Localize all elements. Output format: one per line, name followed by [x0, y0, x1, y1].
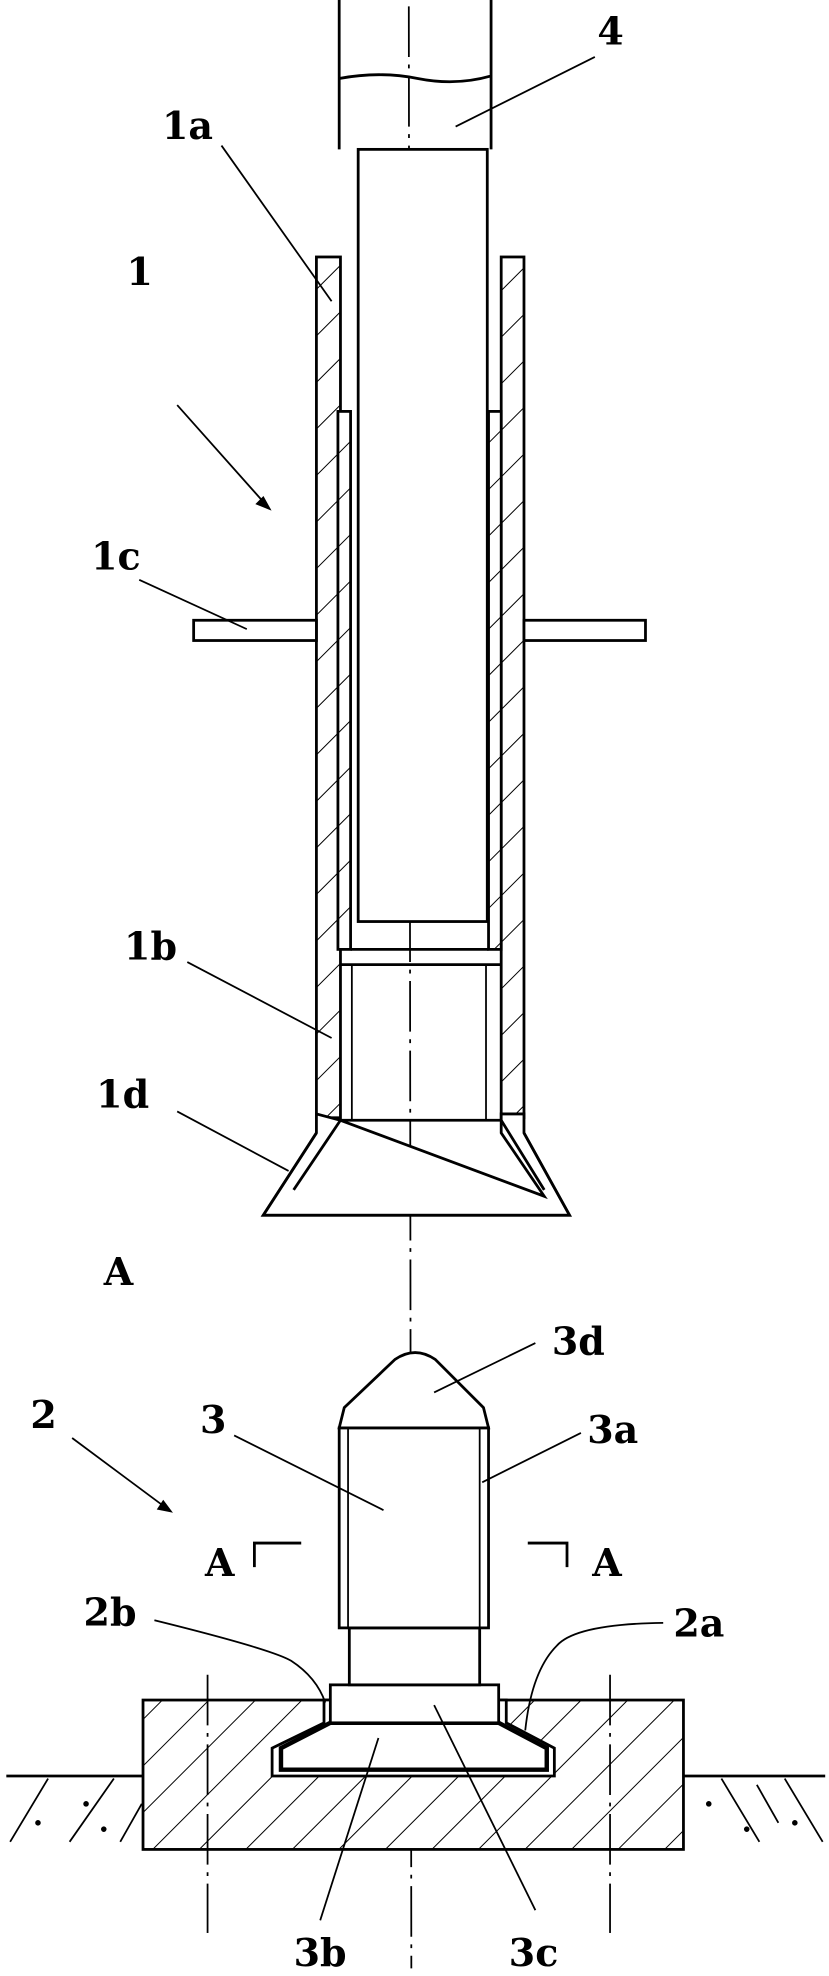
label-3b: 3b [294, 1930, 347, 1975]
label-2b: 2b [84, 1589, 137, 1634]
flange-1c-left [194, 620, 317, 640]
inner-rod [358, 149, 487, 921]
label-4: 4 [597, 8, 623, 53]
flange-1c-right [524, 620, 646, 640]
label-view-a: A [103, 1249, 134, 1294]
label-3a: 3a [587, 1407, 638, 1452]
label-1: 1 [127, 249, 153, 294]
outer-tube-right-wall [501, 257, 524, 1118]
pin-flange-3b [281, 1723, 547, 1770]
label-1d: 1d [96, 1072, 149, 1117]
label-2: 2 [30, 1392, 56, 1437]
label-3c: 3c [509, 1930, 559, 1975]
label-3d: 3d [552, 1318, 605, 1363]
label-section-a-left: A [204, 1540, 235, 1585]
pin-neck [349, 1628, 479, 1685]
pin-body-3a [339, 1428, 488, 1628]
label-1b: 1b [124, 924, 177, 969]
rod-4 [339, 0, 491, 149]
label-3: 3 [200, 1397, 226, 1442]
label-1a: 1a [162, 103, 213, 148]
pin-tip-3d [339, 1353, 488, 1428]
section-mark-left [254, 1543, 301, 1567]
label-section-a-right: A [591, 1540, 622, 1585]
inner-liner-right [489, 411, 502, 949]
inner-liner-left [338, 411, 351, 949]
sleeve-assembly-1 [194, 0, 646, 1215]
label-2a: 2a [673, 1601, 724, 1646]
pin-collar-3c [330, 1685, 498, 1723]
section-mark-right [528, 1543, 567, 1567]
label-1c: 1c [91, 534, 141, 579]
